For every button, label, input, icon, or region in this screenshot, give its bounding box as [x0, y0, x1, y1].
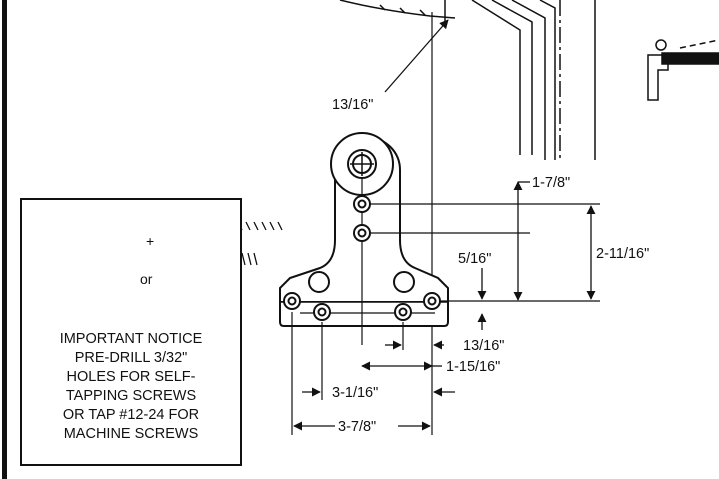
notice-line: PRE-DRILL 3/32" [74, 350, 188, 366]
important-notice-box: + or IMPORTANT NOTICE PRE-DRILL 3/32" HO… [20, 198, 242, 466]
dim-bottom-offset: 13/16" [463, 338, 504, 354]
dim-top-offset: 13/16" [332, 97, 373, 113]
notice-line: MACHINE SCREWS [63, 426, 199, 442]
or-label: or [140, 271, 153, 287]
dim-overall-height: 2-11/16" [596, 246, 649, 262]
notice-line: HOLES FOR SELF- [66, 369, 196, 385]
dim-outer-width: 3-7/8" [338, 419, 376, 435]
dim-center-offset: 1-15/16" [446, 359, 500, 375]
notice-line: OR TAP #12-24 FOR [62, 407, 200, 423]
dim-right-offset: 1-7/8" [532, 175, 570, 191]
top-leader-line [384, 19, 449, 93]
left-border [2, 0, 7, 479]
notice-text: IMPORTANT NOTICE PRE-DRILL 3/32" HOLES F… [22, 330, 240, 444]
pivot-hub [330, 132, 394, 196]
notice-line: TAPPING SCREWS [65, 388, 197, 404]
mounting-holes [283, 195, 441, 321]
dimension-lines [293, 181, 596, 431]
dim-inner-width: 3-1/16" [332, 385, 378, 401]
closer-arm-icon [647, 39, 719, 101]
plus-label: + [146, 233, 155, 249]
dim-small-height: 5/16" [458, 251, 491, 267]
notice-line: IMPORTANT NOTICE [59, 331, 203, 347]
door-frame [339, 0, 596, 160]
extension-lines [291, 203, 600, 435]
